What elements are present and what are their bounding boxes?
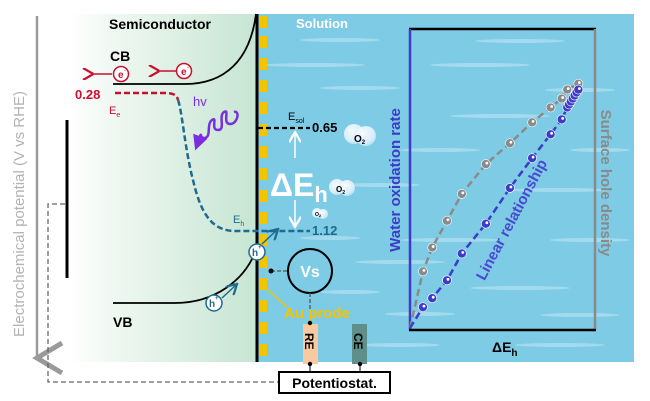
- ee-label: Ee: [109, 105, 120, 119]
- au-probe-pointer: [267, 289, 288, 308]
- ce-label: CE: [351, 333, 365, 350]
- data-point-surface-hole-density: [545, 102, 556, 113]
- data-point-water-oxidation-rate: [556, 114, 567, 125]
- re-electrode: [303, 324, 318, 364]
- svg-text:-: -: [124, 68, 126, 74]
- data-point-water-oxidation-rate: [427, 293, 438, 304]
- vs-label: Vs: [300, 264, 320, 281]
- eh-level: [176, 99, 310, 233]
- semiconductor-region: [70, 14, 258, 362]
- data-point-water-oxidation-rate: [527, 153, 537, 163]
- svg-text:h: h: [209, 299, 215, 310]
- svg-text:e: e: [181, 67, 187, 78]
- data-point-surface-hole-density: [527, 117, 537, 128]
- eh-value: 1.12: [312, 223, 337, 238]
- delta-eh-label: ΔEh: [270, 167, 328, 207]
- potentiostat-box: [278, 371, 391, 394]
- svg-text:O2: O2: [315, 212, 322, 218]
- svg-text:e: e: [118, 70, 124, 81]
- light-label: hv: [193, 94, 207, 109]
- series-layer: [408, 78, 584, 329]
- electron-2: e -: [158, 62, 193, 80]
- re-label: RE: [302, 333, 316, 350]
- data-point-water-oxidation-rate: [456, 248, 467, 259]
- ee-value: 0.28: [75, 87, 100, 102]
- probe-contact-dot: [268, 268, 274, 274]
- o2-bubble-large: O2: [344, 124, 376, 146]
- cb-label: CB: [110, 48, 130, 64]
- o2-bubble-medium: O2: [329, 179, 355, 196]
- data-point-water-oxidation-rate: [442, 275, 452, 286]
- data-point-water-oxidation-rate: [545, 129, 556, 140]
- svg-text:+: +: [215, 296, 219, 302]
- cb-band: [113, 13, 257, 85]
- vb-band: [113, 249, 257, 304]
- semiconductor-title: Semiconductor: [109, 16, 211, 32]
- chart-y-label-right: Surface hole density: [597, 110, 614, 257]
- data-point-water-oxidation-rate: [505, 183, 515, 193]
- o2-bubble-small: O2: [312, 208, 328, 219]
- chart-y-label-left: Water oxidation rate: [387, 108, 404, 252]
- svg-text:O2: O2: [354, 134, 366, 146]
- esol-value: 0.65: [312, 120, 337, 135]
- data-point-water-oxidation-rate: [418, 302, 428, 312]
- data-point-surface-hole-density: [505, 138, 515, 149]
- au-probe-dashes: [259, 16, 267, 356]
- eh-label: Eh: [233, 214, 244, 228]
- re-top-dot: [307, 320, 313, 326]
- data-point-surface-hole-density: [456, 189, 467, 199]
- data-point-water-oxidation-rate: [573, 84, 584, 95]
- water-streaks: [265, 38, 630, 347]
- data-point-surface-hole-density: [442, 215, 452, 226]
- solution-region: [258, 14, 634, 362]
- data-point-surface-hole-density: [481, 159, 491, 169]
- svg-text:+: +: [258, 245, 262, 251]
- data-point-surface-hole-density: [427, 242, 438, 253]
- ce-electrode: [352, 324, 367, 364]
- light-wave-icon: [193, 110, 239, 151]
- potentiostat-label: Potentiostat.: [292, 375, 377, 391]
- data-point-surface-hole-density: [556, 93, 567, 104]
- vb-label: VB: [113, 314, 132, 330]
- data-point-water-oxidation-rate: [481, 218, 491, 229]
- potential-axis-label: Electrochemical potential (V vs RHE): [11, 91, 28, 337]
- hole-2: h +: [248, 229, 278, 261]
- hole-1: h +: [205, 284, 237, 312]
- svg-text:h: h: [252, 248, 258, 259]
- chart-x-label: ΔEh: [492, 339, 518, 359]
- solution-title: Solution: [296, 16, 348, 31]
- au-probe-label: Au prode: [284, 305, 350, 322]
- data-point-surface-hole-density: [418, 266, 428, 277]
- electron-1: e -: [92, 65, 130, 83]
- data-point-surface-hole-density: [562, 84, 573, 95]
- esol-label: Esol: [288, 111, 305, 125]
- wire-left: [47, 203, 278, 383]
- ee-level: [115, 91, 180, 101]
- svg-text:O2: O2: [336, 185, 345, 196]
- svg-text:-: -: [187, 65, 189, 71]
